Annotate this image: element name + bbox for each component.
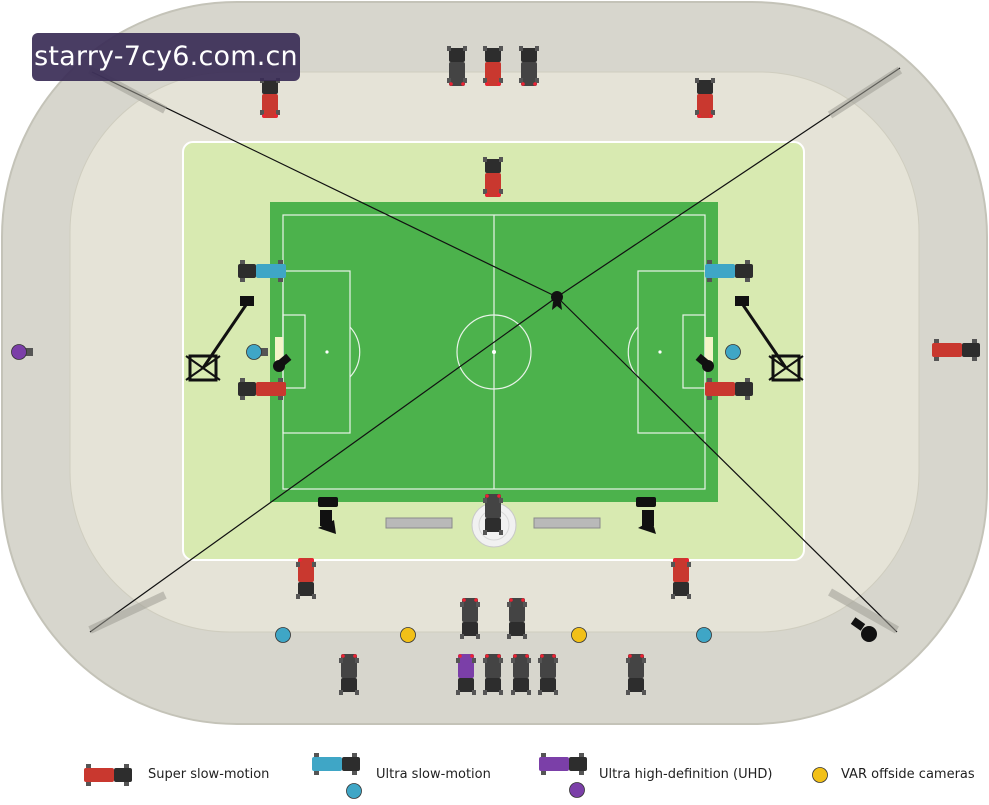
standard-camera (447, 46, 467, 86)
uhd-camera (456, 654, 476, 695)
super-slow-motion-camera (84, 764, 132, 786)
crane-right (735, 296, 804, 382)
ultra-slow-motion-camera (246, 344, 268, 360)
standard-camera (483, 494, 503, 535)
super-slow-motion-camera (296, 558, 316, 599)
standard-camera (626, 654, 646, 695)
standard-camera (507, 598, 527, 639)
uhd-camera (539, 753, 587, 775)
ultra-slow-motion-camera (238, 260, 286, 282)
goal-camera-left (273, 353, 292, 372)
super-slow-motion-camera (260, 78, 280, 118)
steadicam-left (318, 497, 338, 534)
super-slow-motion-camera (695, 78, 715, 118)
steadicam-right (636, 497, 656, 534)
legend-label-var: VAR offside cameras (841, 767, 975, 782)
ultra-slow-motion-camera (725, 344, 741, 360)
standard-camera (483, 654, 503, 695)
uhd-camera (11, 344, 33, 360)
legend-ultra-slow-dot (346, 783, 362, 799)
goal-camera-right (695, 353, 714, 372)
ultra-slow-motion-camera (696, 627, 712, 643)
standard-camera (511, 654, 531, 695)
super-slow-motion-camera (483, 46, 503, 86)
var-offside-camera (571, 627, 587, 643)
standard-camera (538, 654, 558, 695)
bench-left (385, 517, 453, 529)
var-offside-camera (400, 627, 416, 643)
standard-camera (339, 654, 359, 695)
legend-var-dot (812, 767, 828, 783)
pitch (270, 202, 718, 502)
ultra-slow-motion-camera (312, 753, 360, 775)
legend-uhd-dot (569, 782, 585, 798)
ultra-slow-motion-camera (705, 260, 753, 282)
watermark: starry-7cy6.com.cn (32, 33, 300, 81)
super-slow-motion-camera (705, 378, 753, 400)
super-slow-motion-camera (238, 378, 286, 400)
super-slow-motion-camera (671, 558, 691, 599)
crane-left (185, 296, 254, 382)
bench-right (533, 517, 601, 529)
super-slow-motion-camera (483, 157, 503, 197)
standard-camera (460, 598, 480, 639)
spidercam (551, 291, 563, 303)
legend-label-ultra-slow: Ultra slow-motion (376, 767, 491, 782)
standard-camera (519, 46, 539, 86)
corner-camera-bottom-right (850, 617, 877, 642)
ultra-slow-motion-camera (275, 627, 291, 643)
legend-label-uhd: Ultra high-definition (UHD) (599, 767, 773, 782)
super-slow-motion-camera (932, 339, 980, 361)
legend-label-super-slow: Super slow-motion (148, 767, 270, 782)
